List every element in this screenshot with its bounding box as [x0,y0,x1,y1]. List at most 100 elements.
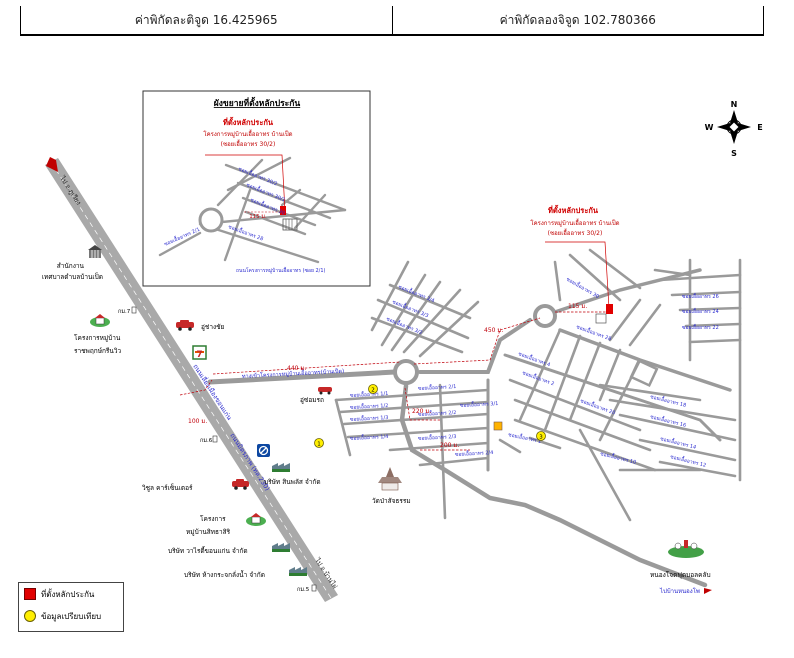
soi-1-3: ซอยเอื้ออาทร 1/3 [350,412,389,423]
glass-company-label: บริษัท ห้างกระจกลั่งน้ำ จำกัด [184,570,265,579]
temple-icon [378,467,402,491]
soi-1-4: ซอยเอื้ออาทร 1/4 [350,431,389,442]
distance-100: 100 ม. [188,418,207,425]
football-club-icon [668,540,704,558]
garage-label: อู่ช่างชัย [201,323,225,331]
distance-labels: 440 ม. 450 ม. 100 ม. 220 ม. 200 ม. 115 ม… [188,303,587,449]
svg-text:2: 2 [371,388,375,394]
site-project: โครงการหมู่บ้านเอื้ออาทร บ้านเป็ด [530,217,619,227]
legend-site-label: ที่ตั้งหลักประกัน [41,589,95,599]
roundabout-2 [533,304,557,328]
compass-e: E [757,123,762,132]
compass-w: W [705,123,714,132]
comparison-marker-2: 2 [368,384,378,394]
repair-car-icon [318,387,332,395]
site-distance: 115 ม. [568,303,587,310]
site-marker [606,304,613,314]
site-soi: (ซอยเอื้ออาทร 30/2) [548,227,603,237]
comparison-marker-3: 3 [536,431,546,441]
distance-200: 200 ม. [440,442,459,449]
site-building [595,313,607,324]
bottom-road-label: ไปบ้านหนองโพ [659,587,700,595]
km5-label: กม.5 [297,587,310,593]
soi-roads [334,248,742,522]
gas-station-icon [257,444,270,457]
sitthasiri-project-icon [246,513,266,526]
soi-2-3: ซอยเอื้ออาทร 2/3 [418,431,457,442]
soi-24: ซอยเอื้ออาทร 24 [682,306,719,315]
km5-post-icon [311,584,317,592]
km6-label: กม.6 [200,438,213,444]
compass-s: S [731,149,737,158]
soi-22: ซอยเอื้ออาทร 22 [682,322,719,331]
sitthasiri-label-1: โครงการ [200,515,226,523]
compass-rose: N S W E [705,100,763,158]
inset-site-marker [280,206,286,215]
soi-3-4: ซอยเอื้ออาทร 3/4 [397,282,436,305]
inset-project: โครงการหมู่บ้านเอื้ออาทร บ้านเป็ด [203,128,292,138]
latitude-label: ค่าพิกัดละติจูด 16.425965 [134,12,278,27]
car-icon [176,320,194,331]
soi-3-1: ซอยเอื้ออาทร 3/1 [460,398,499,409]
soi-2-2: ซอยเอื้ออาทร 2/2 [418,407,457,418]
inset-building [282,218,298,231]
inset-main-road: ถนนโครงการหมู่บ้านเอื้ออาทร (ซอย 2/1) [236,265,326,274]
variety-label: บริษัท วาไรตี้ขอนแก่น จำกัด [168,546,248,555]
soi-2-4: ซอยเอื้ออาทร 2/4 [455,447,494,458]
km6-post-icon [212,435,218,443]
office-label-2: เทศบาลตำบลบ้านเป็ด [42,272,103,281]
svg-text:3: 3 [539,435,543,441]
site-label: ที่ตั้งหลักประกัน [548,204,599,215]
distance-lines [179,311,610,451]
seven-eleven-text: 7 [196,350,202,360]
svg-text:1: 1 [317,442,321,448]
legend-site-swatch [24,588,36,600]
km7-label: กม.7 [118,309,131,315]
ratchapruek-label-2: ราชพฤกษ์กรีนวิว [74,347,122,355]
ratchapruek-label-1: โครงการหมู่บ้าน [74,334,121,342]
inset-map: ผังขยายที่ตั้งหลักประกัน ที่ตั้งหลักประก… [142,90,371,287]
km7-post-icon [131,306,137,314]
legend-comparison-label: ข้อมูลเปรียบเทียบ [41,611,102,621]
soi-26: ซอยเอื้ออาทร 26 [682,291,719,300]
landmarks: สำนักงาน เทศบาลตำบลบ้านเป็ด กม.7 กม.6 กม… [42,245,711,593]
repair-label: อู่ซ่อมรถ [300,396,324,404]
collateral-site[interactable]: ที่ตั้งหลักประกัน โครงการหมู่บ้านเอื้ออา… [530,204,620,314]
variety-factory-icon [272,543,290,552]
factory-icon [272,463,290,472]
shop-icon [493,421,503,431]
office-label-1: สำนักงาน [57,262,85,270]
distance-440: 440 ม. [287,365,306,372]
sitthasiri-label-2: หมู่บ้านสิทธาสิริ [186,528,231,536]
legend-site-row: ที่ตั้งหลักประกัน [19,583,123,605]
inset-roads [158,156,347,264]
comparison-marker-1: 1 [314,438,324,448]
longitude-label: ค่าพิกัดลองจิจูด 102.780366 [391,6,764,34]
inset-site-label: ที่ตั้งหลักประกัน [223,116,274,127]
legend-comparison-row: ข้อมูลเปรียบเทียบ [19,605,123,627]
inset-site-leader [205,154,286,213]
map-legend: ที่ตั้งหลักประกัน ข้อมูลเปรียบเทียบ [18,582,124,632]
soi-2-1: ซอยเอื้ออาทร 2/1 [418,381,457,392]
temple-label: วัดป่าสัจธรรม [372,497,411,505]
inset-soi: (ซอยเอื้ออาทร 30/2) [221,138,276,148]
compass-n: N [731,100,738,109]
office-icon [88,245,102,258]
car-center-icon [232,479,249,490]
housing-project-icon [90,314,110,327]
football-label: หนองโจดฟุตบอลคลับ [650,571,711,579]
seven-eleven-icon: 7 [192,345,207,360]
inset-roundabout [198,207,224,233]
soi-1-1: ซอยเอื้ออาทร 1/1 [350,388,389,399]
sinphon-label: บริษัท สินพลัส จำกัด [264,478,321,486]
inset-title: ผังขยายที่ตั้งหลักประกัน [214,96,301,109]
inset-distance: 115 ม. [249,214,267,220]
bottom-road-arrow [704,588,712,594]
coordinate-bar: ค่าพิกัดละติจูด 16.425965 ค่าพิกัดลองจิจ… [20,6,764,36]
soi-1-2: ซอยเอื้ออาทร 1/2 [350,400,389,411]
distance-450: 450 ม. [484,327,503,334]
park-block [629,358,659,388]
roundabout-1 [393,359,419,385]
distance-220: 220 ม. [412,408,431,415]
